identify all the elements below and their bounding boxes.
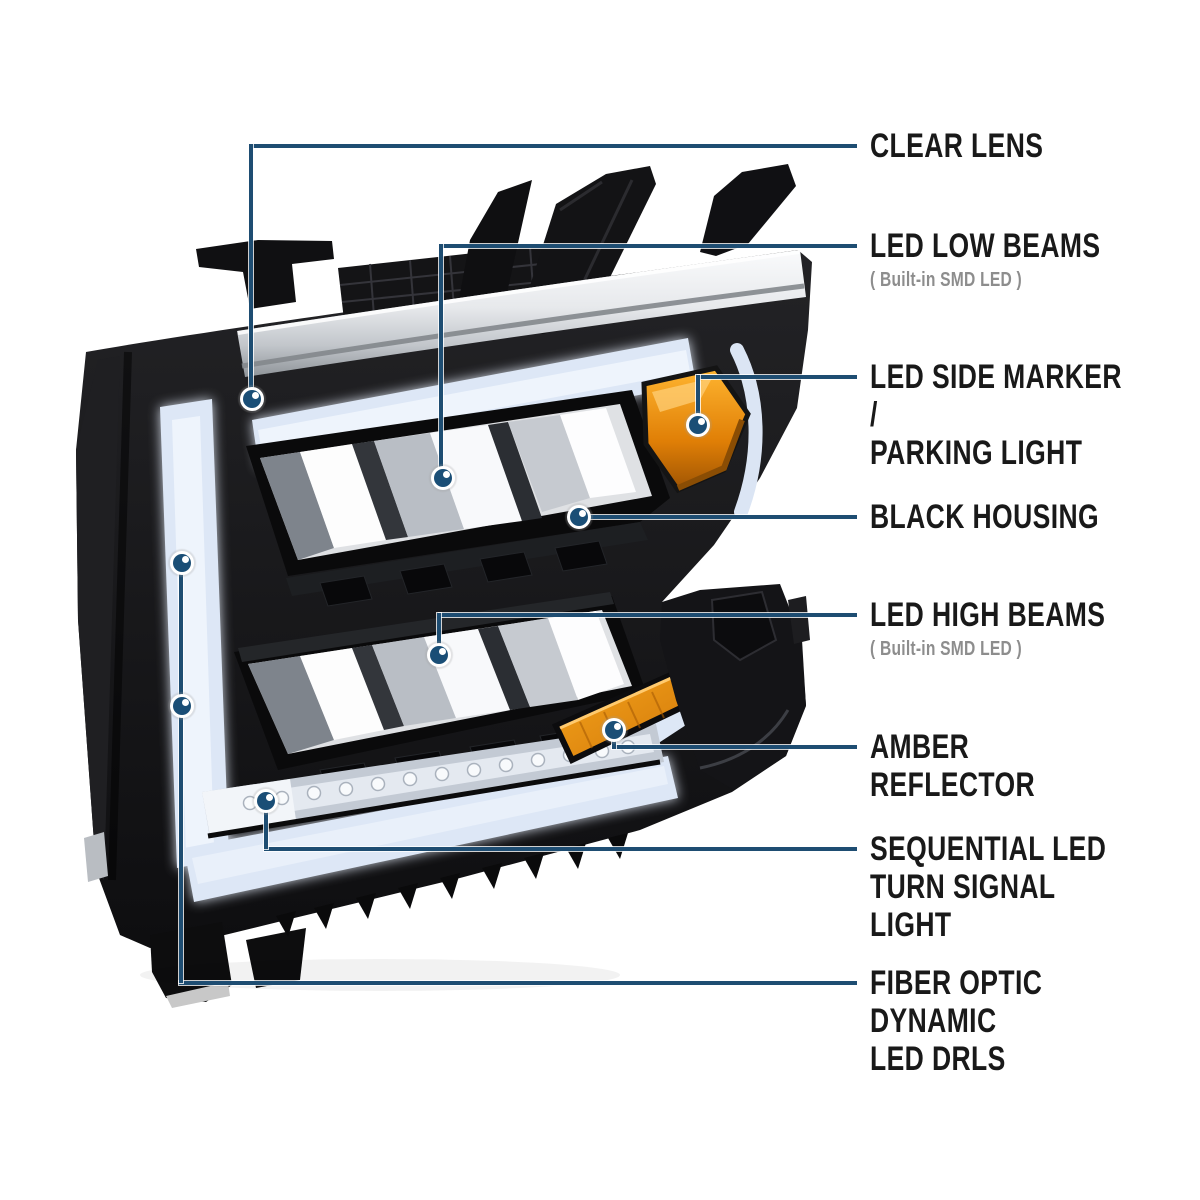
callout-title: LED LOW BEAMS [870,227,1101,265]
callout-title: LED SIDE MARKER / PARKING LIGHT [870,358,1122,472]
callout-title: BLACK HOUSING [870,498,1100,536]
callout-line-led-low-beams-h [441,244,857,248]
callout-subtitle: ( Built-in SMD LED ) [870,638,1022,660]
callout-label-fiber-optic-drls: FIBER OPTIC DYNAMIC LED DRLS [870,964,1127,1081]
callout-label-led-high-beams: LED HIGH BEAMS ( Built-in SMD LED ) [870,596,1105,661]
callout-label-sequential-led: SEQUENTIAL LED TURN SIGNAL LIGHT [870,830,1127,947]
callout-line-led-side-marker-h [698,375,857,379]
callout-line-amber-reflector-v [612,730,616,749]
callout-line-amber-reflector-h [612,745,857,749]
callout-line-led-side-marker-v [696,375,700,427]
callout-label-led-side-marker: LED SIDE MARKER / PARKING LIGHT [870,358,1127,475]
callout-line-sequential-led-h [264,847,857,851]
drl-light-bar [160,338,763,902]
low-beam-chamber [246,390,670,607]
callout-line-clear-lens-h [251,144,857,148]
callout-dot-black-housing [570,508,588,526]
callout-dot-led-low-beams [434,469,452,487]
callout-line-fiber-optic-h [179,981,857,985]
callout-title: CLEAR LENS [870,127,1044,165]
callout-title: LED HIGH BEAMS [870,596,1106,634]
callout-dot-fiber-optic-upper [173,554,191,572]
callout-line-led-high-beams-h [439,613,857,617]
callout-line-sequential-led-v [264,799,268,849]
callout-dot-led-high-beams [430,646,448,664]
callout-label-black-housing: BLACK HOUSING [870,498,1099,539]
high-beam-chamber [234,592,646,794]
callout-line-led-high-beams-v [437,613,441,657]
callout-line-led-low-beams-v [439,244,443,480]
corner-section [660,584,810,790]
callout-subtitle: ( Built-in SMD LED ) [870,269,1022,291]
callout-line-fiber-optic-v [179,561,183,983]
chrome-trim [237,250,806,377]
callout-title: AMBER REFLECTOR [870,728,1036,804]
ground-shadow [140,959,620,991]
callout-label-clear-lens: CLEAR LENS [870,127,1043,168]
callout-line-clear-lens-v [249,144,253,401]
callout-label-amber-reflector: AMBER REFLECTOR [870,728,1127,807]
callout-dot-fiber-optic-lower [173,697,191,715]
callout-dot-sequential-led [257,792,275,810]
callout-title: FIBER OPTIC DYNAMIC LED DRLS [870,964,1043,1078]
callout-line-black-housing-h [579,515,857,519]
callout-title: SEQUENTIAL LED TURN SIGNAL LIGHT [870,830,1107,944]
callout-label-led-low-beams: LED LOW BEAMS ( Built-in SMD LED ) [870,227,1100,292]
callout-dot-amber-reflector [605,721,623,739]
callout-dot-clear-lens [243,390,261,408]
callout-dot-led-side-marker [689,416,707,434]
